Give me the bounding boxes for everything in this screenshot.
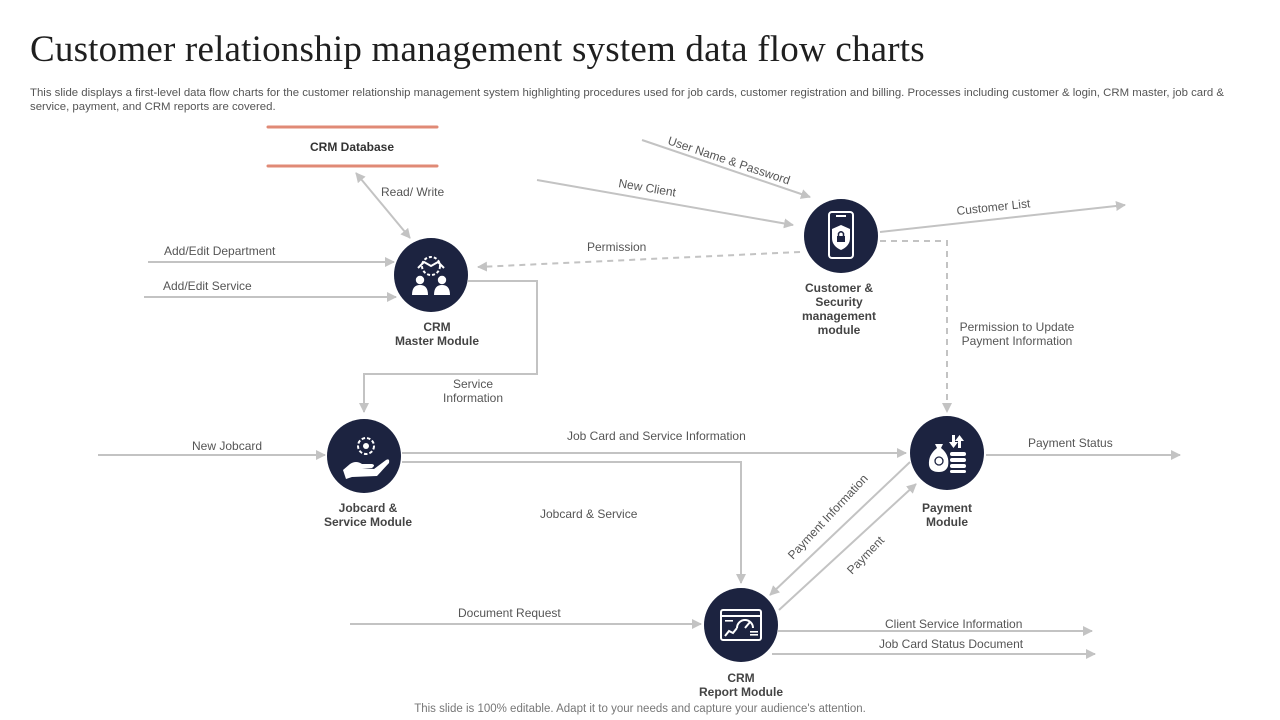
payment-label-1: Payment [922, 501, 972, 515]
customer-security-label-1: Customer & [805, 281, 873, 295]
crm-report-label-2: Report Module [699, 685, 783, 699]
label-permission: Permission [587, 240, 646, 254]
label-job-card-status-doc: Job Card Status Document [879, 637, 1024, 651]
footer-note: This slide is 100% editable. Adapt it to… [414, 703, 866, 715]
label-client-service-info: Client Service Information [885, 617, 1022, 631]
hand-gear-icon [343, 437, 390, 479]
label-permission-update-2: Payment Information [962, 334, 1073, 348]
crm-master-module [394, 238, 468, 312]
customer-security-module [804, 199, 878, 273]
crm-report-module [704, 588, 778, 662]
label-add-edit-department: Add/Edit Department [164, 244, 276, 258]
customer-security-label-4: module [818, 323, 861, 337]
flow-payment-information [769, 461, 911, 596]
label-payment: Payment [844, 533, 887, 577]
label-job-card-service-info: Job Card and Service Information [567, 429, 746, 443]
team-handshake-icon [412, 256, 450, 295]
crm-report-label-1: CRM [727, 671, 754, 685]
label-service-information-1: Service [453, 377, 493, 391]
label-document-request: Document Request [458, 606, 561, 620]
flow-service-information [359, 280, 538, 413]
customer-security-label-2: Security [815, 295, 863, 309]
label-customer-list: Customer List [956, 196, 1032, 218]
label-permission-update-1: Permission to Update [960, 320, 1075, 334]
payment-label-2: Module [926, 515, 968, 529]
label-payment-information: Payment Information [785, 472, 871, 563]
payment-module [910, 416, 984, 490]
crm-database: CRM Database [259, 125, 445, 168]
flow-user-name-password [641, 139, 811, 199]
mobile-security-icon [828, 211, 854, 259]
label-new-jobcard: New Jobcard [192, 439, 262, 453]
crm-master-label-1: CRM [423, 320, 450, 334]
jobcard-service-label-1: Jobcard & [339, 501, 398, 515]
label-user-name-password: User Name & Password [666, 134, 792, 188]
label-jobcard-service: Jobcard & Service [540, 507, 638, 521]
customer-security-label-3: management [802, 309, 876, 323]
label-payment-status: Payment Status [1028, 436, 1113, 450]
crm-database-label: CRM Database [310, 140, 394, 154]
crm-master-label-2: Master Module [395, 334, 479, 348]
flow-customer-list [879, 201, 1126, 233]
label-read-write: Read/ Write [381, 185, 444, 199]
flow-permission [477, 251, 801, 272]
flow-jobcard-service [402, 461, 746, 584]
flow-new-client [536, 179, 794, 229]
label-service-information-2: Information [443, 391, 503, 405]
jobcard-service-module [327, 419, 401, 493]
page-title: Customer relationship management system … [30, 29, 925, 70]
money-bag-icon [928, 435, 966, 473]
jobcard-service-label-2: Service Module [324, 515, 412, 529]
flow-payment [778, 483, 917, 611]
label-add-edit-service: Add/Edit Service [163, 279, 252, 293]
flow-permission-update-payment [880, 240, 952, 413]
flow-read-write [355, 172, 411, 239]
page-subtitle: This slide displays a first-level data f… [30, 87, 1225, 113]
dashboard-report-icon [720, 609, 762, 641]
